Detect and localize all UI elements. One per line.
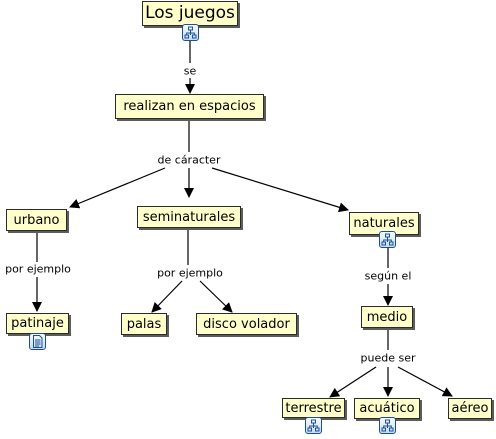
edge-puede-aereo	[397, 366, 453, 397]
document-icon[interactable]	[29, 333, 46, 350]
concept-aereo[interactable]: aéreo	[448, 398, 492, 419]
link-por-ejemplo-semi[interactable]: por ejemplo	[155, 266, 225, 280]
link-se[interactable]: se	[181, 64, 199, 78]
link-de-caracter[interactable]: de cáracter	[155, 153, 223, 167]
edge-puede-terrestre	[329, 366, 377, 398]
concept-urbano[interactable]: urbano	[6, 209, 67, 231]
concept-map-icon[interactable]	[182, 24, 199, 41]
link-puede-ser[interactable]: puede ser	[358, 351, 418, 365]
concept-terrestre[interactable]: terrestre	[282, 398, 345, 418]
concept-disco-volador[interactable]: disco volador	[196, 313, 297, 335]
link-segun-el[interactable]: según el	[362, 269, 414, 283]
concept-los-juegos[interactable]: Los juegos	[142, 1, 238, 26]
edge-caracter-naturales	[211, 167, 349, 213]
concept-palas[interactable]: palas	[121, 313, 167, 335]
concept-map-icon[interactable]	[379, 417, 396, 434]
concept-patinaje[interactable]: patinaje	[6, 313, 69, 334]
concept-map-icon[interactable]	[305, 417, 322, 434]
concept-map-icon[interactable]	[379, 231, 396, 248]
edge-caracter-urbano	[69, 167, 166, 209]
concept-acuatico[interactable]: acuático	[354, 398, 420, 419]
concept-medio[interactable]: medio	[361, 306, 413, 328]
concept-seminaturales[interactable]: seminaturales	[137, 206, 241, 228]
edge-ejemplo-palas	[151, 280, 183, 313]
link-por-ejemplo-urbano[interactable]: por ejemplo	[3, 262, 73, 276]
edge-ejemplo-disco	[199, 280, 233, 313]
concept-realizan-en-espacios[interactable]: realizan en espacios	[115, 94, 264, 119]
